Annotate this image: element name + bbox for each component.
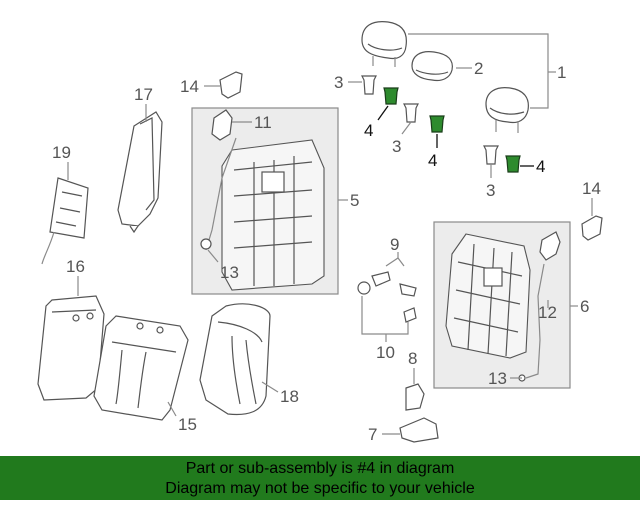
guide-sleeve-b[interactable]: [401, 103, 419, 135]
cushion-18[interactable]: [199, 303, 271, 416]
callout-3b[interactable]: 3: [392, 137, 401, 156]
callout-8[interactable]: 8: [408, 349, 417, 368]
part-4-guide-lock-c[interactable]: [505, 155, 534, 173]
seatback-frame-right[interactable]: [445, 233, 531, 359]
callout-12[interactable]: 12: [538, 303, 557, 322]
callout-13a[interactable]: 13: [220, 263, 239, 282]
callout-7[interactable]: 7: [368, 425, 377, 444]
diagram-canvas: 1 2 3 3 3 4 4 4 5 6 7 8 9 10 11 12 13 13…: [37, 21, 603, 444]
banner-line-1: Part or sub-assembly is #4 in diagram: [185, 460, 455, 477]
cushion-16[interactable]: [37, 295, 105, 401]
clip-14-right[interactable]: [581, 215, 603, 241]
callout-14a[interactable]: 14: [180, 77, 199, 96]
seatback-frame-left[interactable]: [221, 139, 325, 291]
callout-14b[interactable]: 14: [582, 179, 601, 198]
bolt-9a[interactable]: [371, 271, 391, 287]
bolt-9b[interactable]: [399, 283, 417, 297]
callout-6[interactable]: 6: [580, 297, 589, 316]
callout-3c[interactable]: 3: [486, 181, 495, 200]
guide-sleeve-a[interactable]: [361, 75, 377, 95]
callout-4a[interactable]: 4: [364, 121, 373, 140]
part-4-guide-lock-b[interactable]: [429, 115, 445, 148]
headrest-right[interactable]: [485, 87, 529, 133]
callout-10[interactable]: 10: [376, 343, 395, 362]
clip-14-left[interactable]: [219, 71, 243, 99]
callout-18[interactable]: 18: [280, 387, 299, 406]
cushion-15[interactable]: [93, 315, 189, 421]
headrest-left[interactable]: [361, 21, 407, 67]
hinge-7[interactable]: [399, 417, 439, 443]
callout-15[interactable]: 15: [178, 415, 197, 434]
callout-13b[interactable]: 13: [488, 369, 507, 388]
callout-9[interactable]: 9: [390, 235, 399, 254]
callout-11[interactable]: 11: [254, 113, 272, 132]
leader-9: [385, 257, 405, 267]
nut-10a[interactable]: [357, 281, 371, 295]
cable-11[interactable]: [200, 109, 237, 251]
callout-4c[interactable]: 4: [536, 157, 545, 176]
leader-10: [361, 296, 409, 335]
pad-19[interactable]: [41, 177, 89, 265]
callout-17[interactable]: 17: [134, 85, 153, 104]
guide-sleeve-c[interactable]: [483, 145, 499, 178]
cable-12[interactable]: [518, 231, 561, 382]
callout-16[interactable]: 16: [66, 257, 85, 276]
callout-2[interactable]: 2: [474, 59, 483, 78]
hinge-8[interactable]: [405, 383, 425, 411]
nut-10b[interactable]: [403, 307, 417, 323]
callout-1[interactable]: 1: [557, 63, 566, 82]
banner-line-2: Diagram may not be specific to your vehi…: [165, 480, 475, 497]
callout-5[interactable]: 5: [350, 191, 359, 210]
headrest-center[interactable]: [411, 51, 453, 82]
callout-3a[interactable]: 3: [334, 73, 343, 92]
info-banner: Part or sub-assembly is #4 in diagram Di…: [0, 456, 640, 500]
callout-4b[interactable]: 4: [428, 151, 437, 170]
callout-19[interactable]: 19: [52, 143, 71, 162]
part-4-guide-lock-a[interactable]: [377, 87, 399, 121]
side-bolster-17[interactable]: [117, 111, 163, 234]
leader-1: [408, 33, 549, 109]
